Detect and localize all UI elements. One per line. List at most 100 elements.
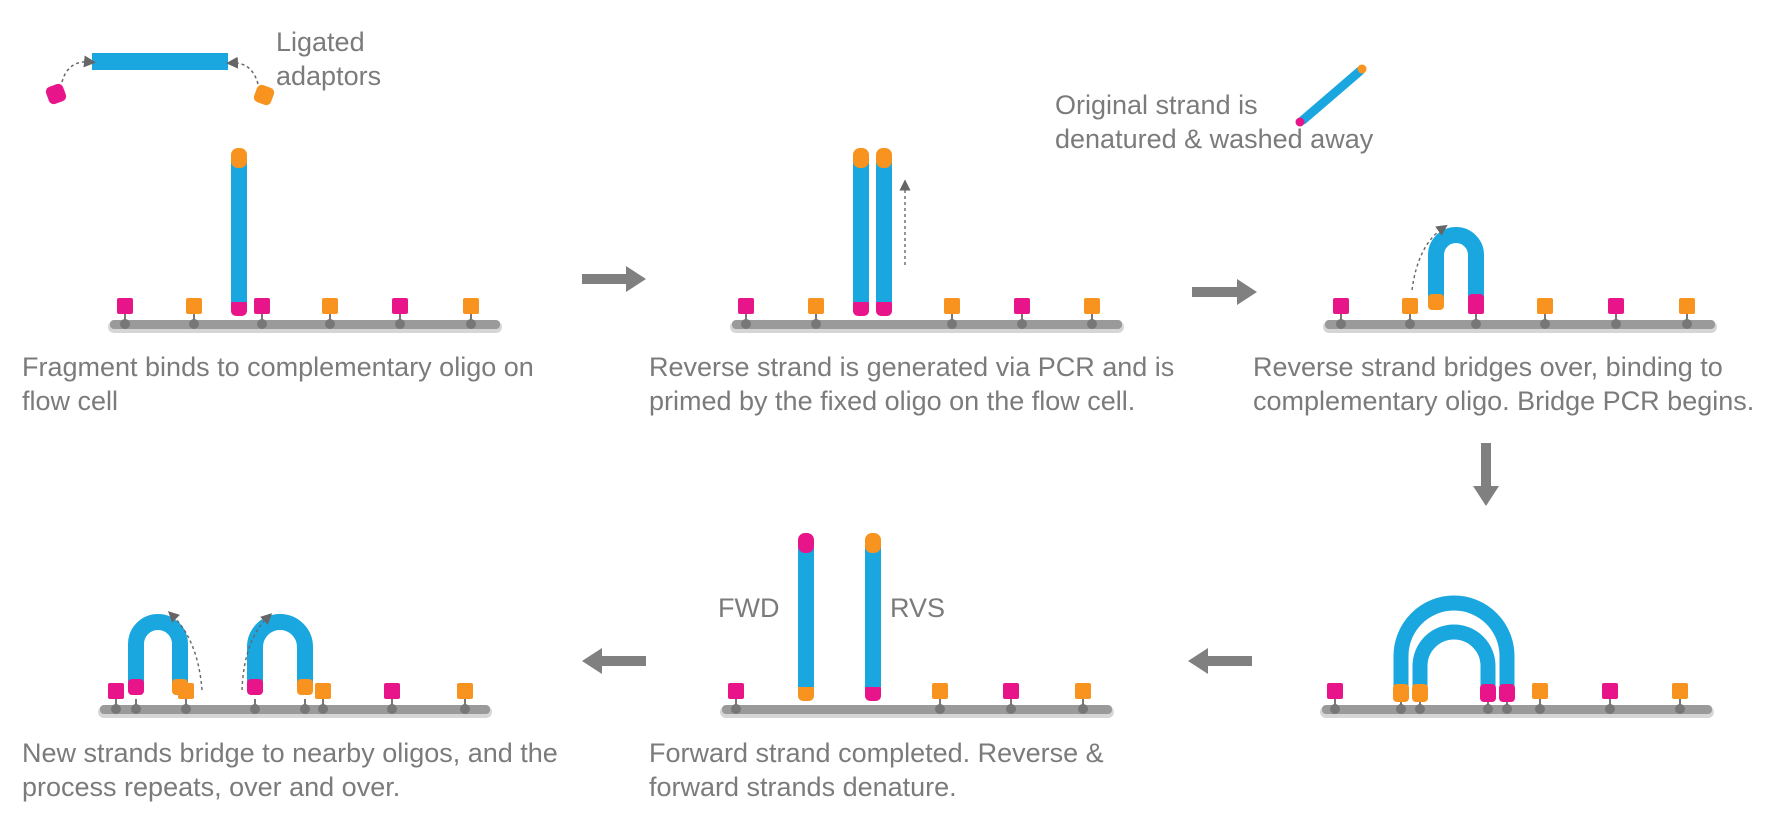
step-1-panel: [108, 148, 502, 333]
oligo-3-1: [1402, 298, 1418, 314]
forward-strand-body: [798, 547, 814, 687]
bridge-anchor-3: [1502, 704, 1512, 714]
step-5-panel: [720, 533, 1114, 718]
oligo-4-0-anchor: [1330, 704, 1340, 714]
arrow-5-6-head: [582, 648, 602, 674]
oligo-2-1-anchor: [811, 319, 821, 329]
ligated-adaptors-label: Ligated adaptors: [276, 25, 381, 93]
oligo-2-4-anchor: [1087, 319, 1097, 329]
oligo-2-2-anchor: [947, 319, 957, 329]
free-orange-adaptor: [253, 84, 275, 106]
oligo-4-1-anchor: [1535, 704, 1545, 714]
caption-step-2-line-2: primed by the fixed oligo on the flow ce…: [649, 386, 1136, 416]
caption-step-1: Fragment binds to complementary oligo on…: [22, 350, 534, 418]
ligated-adaptors-illustration: [45, 53, 275, 106]
oligo-3-3-anchor: [1611, 319, 1621, 329]
flow-cell-surface-2: [732, 320, 1122, 329]
oligo-5-1-anchor: [935, 704, 945, 714]
bridging-strand-left-adaptor: [1428, 294, 1444, 310]
oligo-6-0: [108, 683, 124, 699]
original-line-1: Original strand is: [1055, 90, 1258, 120]
arrow-4-5-head: [1188, 648, 1208, 674]
oligo-3-bridge: [1468, 298, 1484, 314]
oligo-5-2-anchor: [1006, 704, 1016, 714]
oligo-1-1: [186, 298, 202, 314]
oligo-4-2-anchor: [1605, 704, 1615, 714]
oligo-5-0: [728, 683, 744, 699]
oligo-3-3: [1608, 298, 1624, 314]
oligo-3-bridge-anchor: [1471, 319, 1481, 329]
oligo-1-2: [254, 298, 270, 314]
oligo-2-2: [944, 298, 960, 314]
caption-step-6: New strands bridge to nearby oligos, and…: [22, 736, 558, 804]
oligo-1-1-anchor: [189, 319, 199, 329]
caption-step-3-line-1: Reverse strand bridges over, binding to: [1253, 352, 1723, 382]
oligo-4-0: [1327, 683, 1343, 699]
oligo-6-1-anchor: [181, 704, 191, 714]
oligo-6-3-anchor: [387, 704, 397, 714]
oligo-1-4: [392, 298, 408, 314]
new-bridge-anchor-0: [131, 704, 141, 714]
oligo-3-4: [1679, 298, 1695, 314]
new-bridge-left-left-adaptor: [128, 679, 144, 695]
oligo-1-0: [117, 298, 133, 314]
oligo-5-2: [1003, 683, 1019, 699]
oligo-1-5: [463, 298, 479, 314]
new-bridge-anchor-2: [300, 704, 310, 714]
oligo-4-1: [1532, 683, 1548, 699]
caption-step-2-line-1: Reverse strand is generated via PCR and …: [649, 352, 1175, 382]
step-3-panel: [1323, 224, 1717, 333]
new-bridge-right-left-adaptor: [247, 679, 263, 695]
free-fragment: [92, 53, 228, 70]
oligo-3-2-anchor: [1540, 319, 1550, 329]
oligo-2-0-anchor: [741, 319, 751, 329]
new-bridge-anchor-1: [250, 704, 260, 714]
arrow-step-3-to-4: [1473, 443, 1499, 506]
washed-strand-magenta-end: [1295, 117, 1305, 127]
arrow-step-2-to-3: [1192, 279, 1257, 305]
washed-strand-orange-end: [1357, 64, 1367, 74]
oligo-5-3-anchor: [1078, 704, 1088, 714]
new-bridge-left-right-adaptor: [172, 679, 188, 695]
oligo-2-3-anchor: [1017, 319, 1027, 329]
oligo-2-3: [1014, 298, 1030, 314]
adaptor-arrow-left: [61, 55, 96, 83]
bound-fragment-top-adaptor: [231, 148, 247, 168]
original-strand-body: [853, 162, 869, 302]
bridge-anchor-1: [1415, 704, 1425, 714]
step-2-panel: [730, 148, 1124, 333]
caption-step-2: Reverse strand is generated via PCR and …: [649, 350, 1174, 418]
inner-bridge-body: [1412, 624, 1496, 690]
arrow-3-4-head: [1473, 486, 1499, 506]
oligo-3-2: [1537, 298, 1553, 314]
oligo-6-2-anchor: [318, 704, 328, 714]
flow-cell-surface-6: [100, 705, 490, 714]
outer-bridge-body: [1393, 595, 1515, 690]
bridging-strand-body: [1428, 227, 1484, 298]
oligo-6-3: [384, 683, 400, 699]
oligo-5-3: [1075, 683, 1091, 699]
caption-step-6-line-2: process repeats, over and over.: [22, 772, 401, 802]
caption-step-1-line-2: flow cell: [22, 386, 119, 416]
oligo-5-1: [932, 683, 948, 699]
reverse-strand-top-adaptor: [876, 148, 892, 168]
flow-cell-surface-1: [110, 320, 500, 329]
oligo-4-3: [1672, 683, 1688, 699]
oligo-1-0-anchor: [120, 319, 130, 329]
fwd-label: FWD: [718, 593, 780, 623]
oligo-4-3-anchor: [1675, 704, 1685, 714]
oligo-3-0-anchor: [1336, 319, 1346, 329]
caption-step-3: Reverse strand bridges over, binding to …: [1253, 350, 1754, 418]
oligo-4-2: [1602, 683, 1618, 699]
oligo-6-0-anchor: [111, 704, 121, 714]
oligo-6-4: [457, 683, 473, 699]
oligo-3-0: [1333, 298, 1349, 314]
free-magenta-adaptor: [45, 83, 67, 105]
adaptor-arrow-right: [226, 56, 259, 85]
reverse-strand-denatured-body: [865, 547, 881, 687]
new-bridge-right-body: [247, 614, 313, 683]
flow-cell-surface-5: [722, 705, 1112, 714]
oligo-1-5-anchor: [466, 319, 476, 329]
arrow-2-3-head: [1237, 279, 1257, 305]
